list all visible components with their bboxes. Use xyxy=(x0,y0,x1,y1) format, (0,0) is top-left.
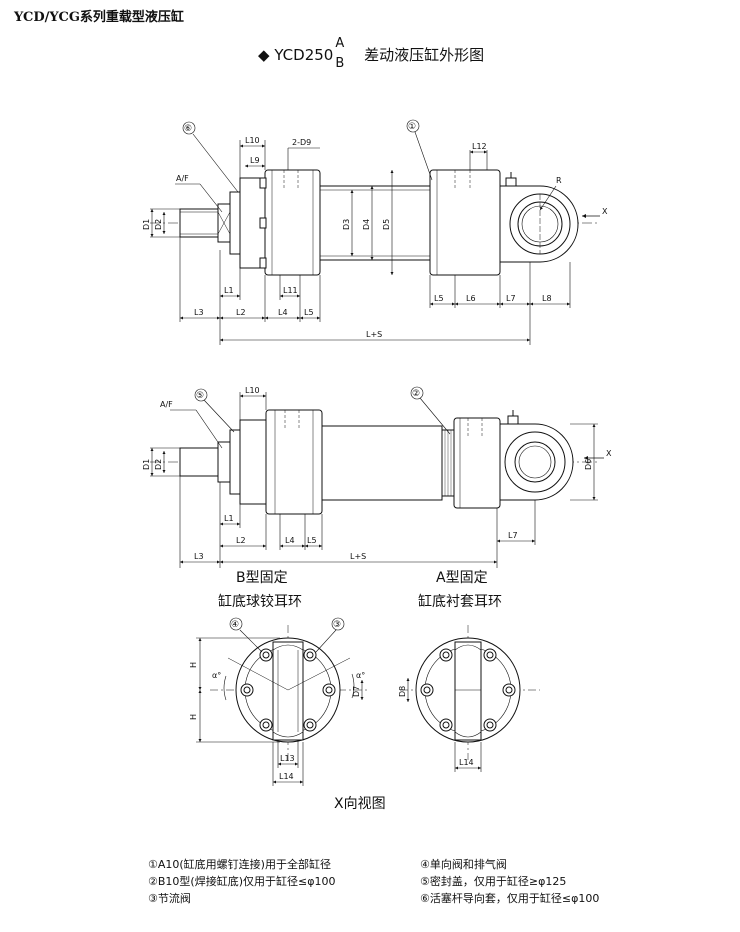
label-L4-mid: L4 xyxy=(285,536,295,545)
callout-1: ① xyxy=(408,122,416,132)
label-L5-mid: L5 xyxy=(307,536,317,545)
middle-callouts: ⑤ ② xyxy=(194,386,424,402)
label-L1-mid: L1 xyxy=(224,514,234,523)
label-L14-right: L14 xyxy=(459,758,474,767)
callout-3: ③ xyxy=(333,620,341,630)
x-view-left-callouts: ④ ③ xyxy=(229,617,345,631)
caption-a-desc: 缸底衬套耳环 xyxy=(418,593,502,610)
drawing-name: 差动液压缸外形图 xyxy=(364,46,485,64)
label-AF: A/F xyxy=(176,174,189,183)
label-L10: L10 xyxy=(245,136,260,145)
label-L7-mid: L7 xyxy=(508,531,518,540)
label-alpha-left: α° xyxy=(212,671,221,680)
label-D1-mid: D1 xyxy=(142,459,151,470)
label-LS-mid: L+S xyxy=(350,552,366,561)
label-D7: D7 xyxy=(352,686,361,697)
note-2: ②B10型(焊接缸底)仅用于缸径≤φ100 xyxy=(148,874,335,888)
label-AF-mid: A/F xyxy=(160,400,173,409)
note-3: ③节流阀 xyxy=(148,891,191,905)
diamond-bullet-icon: ◆ xyxy=(258,46,270,64)
callout-4: ④ xyxy=(231,620,239,630)
middle-dimension-lines xyxy=(150,392,598,568)
label-L11: L11 xyxy=(283,286,298,295)
label-L5a: L5 xyxy=(434,294,444,303)
label-L4a: L4 xyxy=(278,308,288,317)
top-dimension-labels: L10 2-D9 L9 L12 A/F R X D1 D2 D3 D4 D5 L… xyxy=(142,136,608,339)
note-5: ⑤密封盖，仅用于缸径≥φ125 xyxy=(420,874,566,888)
top-cylinder-view xyxy=(150,169,600,276)
label-L8: L8 xyxy=(542,294,552,303)
series-title: YCD/YCG系列重载型液压缸 xyxy=(14,10,184,25)
label-L2-mid: L2 xyxy=(236,536,246,545)
label-D3: D3 xyxy=(342,219,351,230)
label-L6: L6 xyxy=(466,294,476,303)
label-L3a: L3 xyxy=(194,308,204,317)
variant-a: A xyxy=(335,35,345,51)
caption-a-type: A型固定 xyxy=(436,570,488,586)
callout-5: ⑤ xyxy=(196,391,204,401)
x-view-right-labels: D8 L14 xyxy=(398,686,474,767)
x-view-right xyxy=(400,625,540,760)
label-X: X xyxy=(602,207,608,216)
middle-dimension-labels: L10 A/F D1 D2 D6 X L1 L2 L4 L5 L7 L3 L+S xyxy=(142,386,612,561)
x-view-right-dims xyxy=(406,678,482,772)
notes: ①A10(缸底用螺钉连接)用于全部缸径 ②B10型(焊接缸底)仅用于缸径≤φ10… xyxy=(148,857,599,905)
label-D4: D4 xyxy=(362,219,371,230)
note-4: ④单向阀和排气阀 xyxy=(420,857,507,871)
label-L13: L13 xyxy=(280,754,295,763)
label-H-lower: H xyxy=(189,714,198,720)
label-D1: D1 xyxy=(142,219,151,230)
caption-x-view: X向视图 xyxy=(334,796,386,812)
label-R: R xyxy=(556,176,562,185)
model-code: YCD250 xyxy=(274,46,334,64)
label-L14-left: L14 xyxy=(279,772,294,781)
label-L9: L9 xyxy=(250,156,260,165)
caption-b-type: B型固定 xyxy=(236,570,288,586)
label-LSa: L+S xyxy=(366,330,382,339)
label-L3-mid: L3 xyxy=(194,552,204,561)
caption-b-desc: 缸底球铰耳环 xyxy=(218,593,302,610)
note-6: ⑥活塞杆导向套，仅用于缸径≤φ100 xyxy=(420,891,599,905)
label-H-upper: H xyxy=(189,662,198,668)
label-L2a: L2 xyxy=(236,308,246,317)
x-view-left xyxy=(210,625,370,760)
label-D8: D8 xyxy=(398,686,407,697)
top-dimension-lines xyxy=(150,131,571,345)
label-L12: L12 xyxy=(472,142,487,151)
captions: B型固定 缸底球铰耳环 A型固定 缸底衬套耳环 X向视图 xyxy=(218,570,502,812)
label-L5b: L5 xyxy=(304,308,314,317)
label-L1: L1 xyxy=(224,286,234,295)
callout-2: ② xyxy=(412,389,420,399)
label-D6: D6 xyxy=(584,459,593,470)
label-D5: D5 xyxy=(382,219,391,230)
variant-b: B xyxy=(335,55,345,71)
label-L7a: L7 xyxy=(506,294,516,303)
label-L10-mid: L10 xyxy=(245,386,260,395)
x-view-left-labels: H H α° α° D7 L13 L14 xyxy=(189,662,365,781)
middle-cylinder-view xyxy=(150,409,604,515)
callout-6-top: ⑥ xyxy=(184,124,192,134)
label-D2-mid: D2 xyxy=(154,459,163,470)
x-view-left-dims xyxy=(196,629,364,786)
label-D2: D2 xyxy=(154,219,163,230)
label-2D9: 2-D9 xyxy=(292,138,311,147)
label-alpha-right: α° xyxy=(356,671,365,680)
label-X-mid: X xyxy=(606,449,612,458)
note-1: ①A10(缸底用螺钉连接)用于全部缸径 xyxy=(148,857,331,871)
top-callouts: ⑥ ① xyxy=(182,119,420,135)
